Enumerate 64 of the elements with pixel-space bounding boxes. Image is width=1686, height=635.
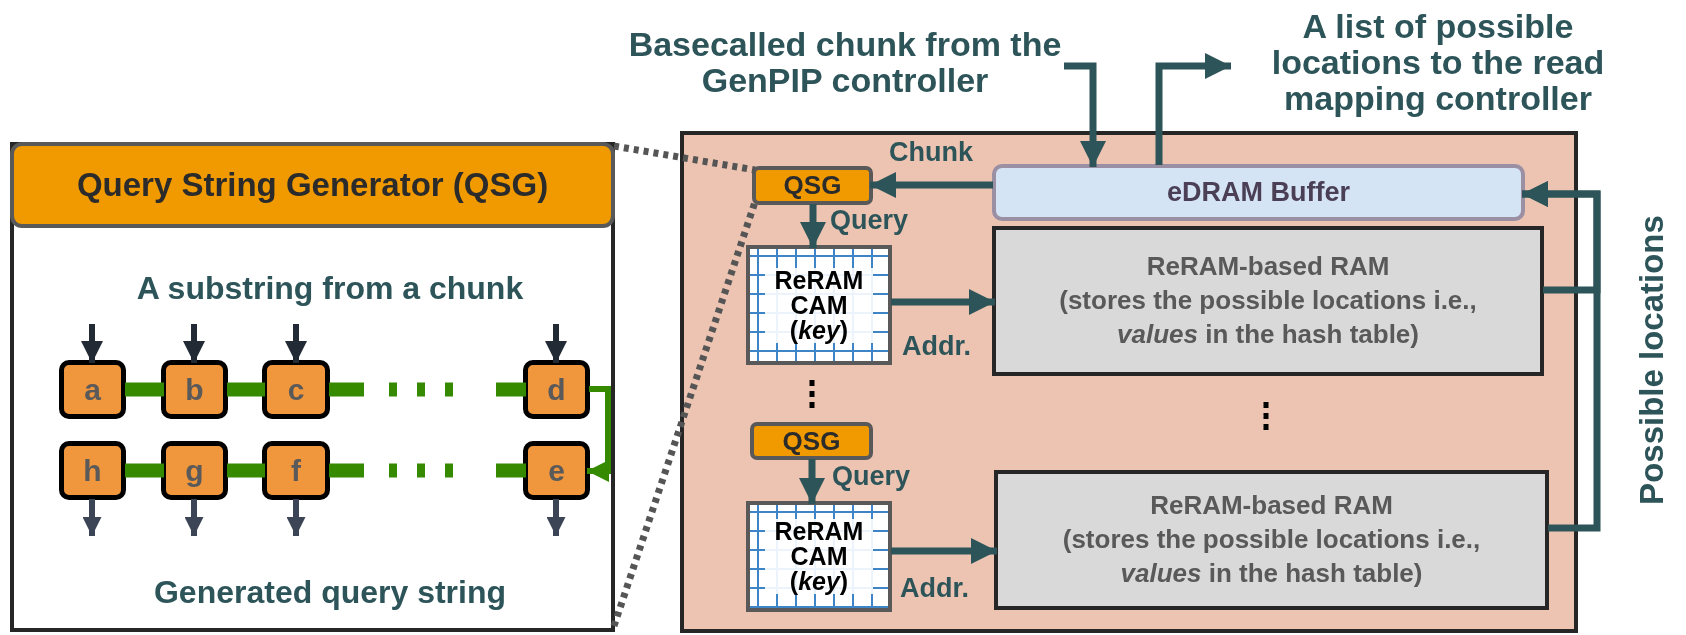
connector-line (329, 382, 526, 397)
rotated-label: Possible locations (1633, 215, 1671, 505)
arrow (799, 459, 825, 504)
arrow (545, 324, 567, 363)
zoom-panel (10, 142, 615, 632)
block-title: ReRAM-based RAM (1145, 250, 1391, 284)
cell-letter: c (287, 372, 305, 407)
arrow (587, 386, 611, 482)
character-cell (262, 360, 330, 419)
cell-letter: e (548, 453, 565, 488)
arrow (285, 324, 307, 363)
character-cell (59, 441, 126, 500)
annotation-text: A list of possible locations to the read mapping controller (1228, 6, 1648, 120)
connector-line (227, 382, 265, 397)
cell-letter: a (84, 372, 101, 407)
cell-letter: d (547, 372, 566, 407)
arrow (546, 499, 566, 536)
cell-letter: b (185, 372, 204, 407)
zoom-line (613, 142, 756, 174)
arrow (800, 204, 826, 248)
buffer-label: eDRAM Buffer (1167, 177, 1350, 208)
block-title: ReRAM-based RAM (1149, 489, 1394, 523)
cell-letter: h (83, 453, 102, 488)
connector-line (329, 463, 526, 478)
cell-letter: g (185, 453, 204, 488)
arrow (184, 499, 204, 536)
buffer-box (992, 164, 1525, 221)
arrow (183, 324, 205, 363)
arrow (82, 499, 102, 536)
annotation-text: Basecalled chunk from the GenPIP controller (625, 6, 1065, 120)
caption-text: Generated query string (153, 573, 507, 611)
arrow (1522, 181, 1601, 532)
generator-block (752, 166, 873, 205)
character-cell (262, 441, 330, 500)
memory-array (746, 501, 892, 612)
block-label: ReRAM CAM (key) (765, 519, 873, 594)
connector-line (125, 463, 164, 478)
block-label: QSG (782, 425, 841, 457)
block-label: ReRAM CAM (key) (765, 267, 873, 343)
header-bar (10, 142, 615, 228)
accelerator-panel (680, 131, 1578, 633)
character-cell (523, 360, 590, 419)
memory-array (746, 245, 892, 365)
arrow (81, 324, 103, 363)
caption-text: A substring from a chunk (136, 269, 524, 307)
panel-title: Query String Generator (QSG) (76, 166, 549, 204)
arrow (891, 289, 995, 315)
block-description: (stores the possible locations i.e., values in the hash table) (1058, 284, 1478, 351)
connector-line (227, 463, 265, 478)
generator-block (750, 422, 873, 460)
arrow (286, 499, 306, 536)
zoom-line (610, 200, 759, 628)
cell-letter: f (291, 453, 301, 488)
character-cell (161, 441, 228, 500)
memory-block (994, 470, 1549, 610)
character-cell (523, 441, 590, 500)
block-description: (stores the possible locations i.e., values in the hash table) (1061, 523, 1482, 590)
block-label: QSG (783, 170, 842, 201)
memory-block (992, 226, 1544, 376)
character-cell (161, 360, 228, 419)
arrow (870, 172, 993, 198)
arrow (891, 538, 997, 564)
connector-line (125, 382, 164, 397)
character-cell (59, 360, 126, 419)
